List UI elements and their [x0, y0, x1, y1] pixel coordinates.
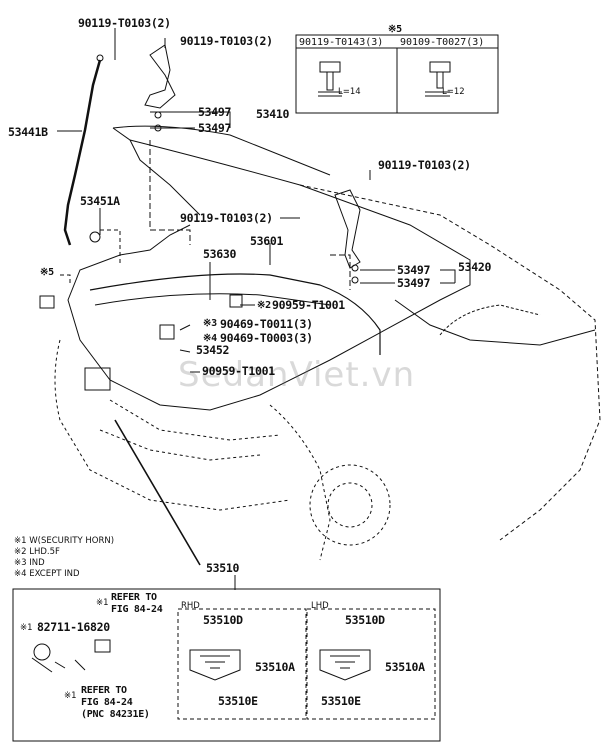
inset-col2-part: 90109-T0027(3) [400, 37, 485, 48]
lhd-53510E: 53510E [321, 694, 361, 708]
hood-support-rod [63, 59, 102, 246]
note-4: ※4 EXCEPT IND [14, 569, 80, 579]
lhd-53510A: 53510A [385, 660, 425, 674]
vehicle-body [299, 184, 601, 541]
refer2-line1: REFER TO [81, 685, 127, 696]
rhd-53510E: 53510E [218, 694, 258, 708]
callout-53441B: 53441B [8, 125, 48, 139]
callout-53451A: 53451A [80, 194, 120, 208]
refer1-line1: REFER TO [111, 592, 157, 603]
callout-53601: 53601 [250, 234, 284, 248]
detail-box [12, 588, 441, 742]
refer1-line2: FIG 84-24 [111, 604, 163, 615]
callout-mark-2: ※2 [257, 300, 271, 311]
hinge-right [334, 189, 361, 269]
rhd-53510A: 53510A [255, 660, 295, 674]
callout-90959-T1001-a: 90959-T1001 [272, 298, 345, 312]
part-mark: ※1 [20, 623, 33, 633]
callout-53510: 53510 [206, 561, 240, 575]
inset-col1-part: 90119-T0143(3) [299, 37, 384, 48]
note-1: ※1 W(SECURITY HORN) [14, 536, 115, 546]
callout-53497-d: 53497 [397, 276, 431, 290]
callout-mark-4: ※4 [203, 333, 217, 344]
lhd-label: LHD [311, 601, 329, 611]
callout-53497-c: 53497 [397, 263, 431, 277]
hood-outline [67, 127, 471, 411]
callout-90119-T0103-top-left: 90119-T0103(2) [78, 16, 171, 30]
inset-col1-dim: L=14 [338, 87, 361, 97]
callout-90469-T0003: 90469-T0003(3) [220, 331, 313, 345]
rhd-label: RHD [181, 601, 200, 611]
callout-53497-a: 53497 [198, 105, 232, 119]
inset-col2-dim: L=12 [442, 87, 465, 97]
callout-53420: 53420 [458, 260, 492, 274]
hinge-left [144, 44, 176, 109]
rhd-53510D: 53510D [203, 613, 243, 627]
callout-90119-T0103-top-right: 90119-T0103(2) [180, 34, 273, 48]
part-82711-16820: 82711-16820 [37, 620, 110, 634]
inset-marker: ※5 [388, 24, 402, 35]
callout-mark-3: ※3 [203, 318, 217, 329]
refer1-mark: ※1 [96, 598, 109, 608]
lhd-53510D: 53510D [345, 613, 385, 627]
refer2-line3: (PNC 84231E) [81, 709, 150, 720]
callout-90959-T1001-b: 90959-T1001 [202, 364, 275, 378]
callout-53410: 53410 [256, 107, 290, 121]
callout-90469-T0011: 90469-T0011(3) [220, 317, 313, 331]
refer2-line2: FIG 84-24 [81, 697, 133, 708]
release-cable [89, 273, 381, 355]
callout-53630: 53630 [203, 247, 237, 261]
refer2-mark: ※1 [64, 691, 77, 701]
watermark: SedanViet.vn [178, 355, 416, 395]
hood-latch [84, 367, 111, 391]
callout-90119-T0103-right: 90119-T0103(2) [378, 158, 471, 172]
callout-53452: 53452 [196, 343, 230, 357]
callout-90119-T0103-mid: 90119-T0103(2) [180, 211, 273, 225]
note-2: ※2 LHD.5F [14, 547, 60, 557]
callout-53497-b: 53497 [198, 121, 232, 135]
note-3: ※3 IND [14, 558, 45, 568]
callout-mark-5: ※5 [40, 267, 54, 278]
